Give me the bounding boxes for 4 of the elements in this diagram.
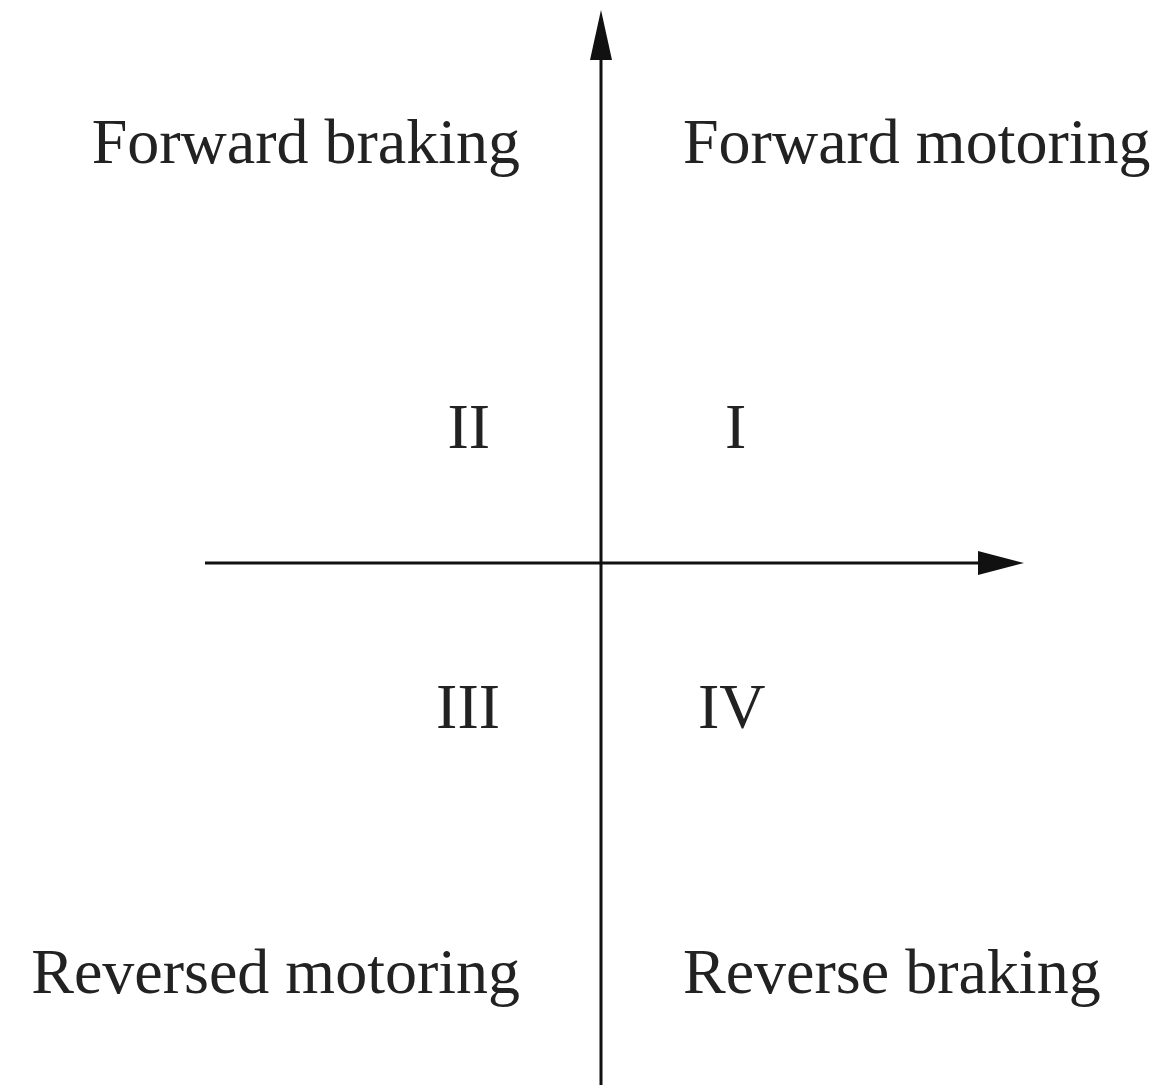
quadrant-number: III	[436, 675, 500, 739]
quadrant-number: I	[725, 395, 747, 459]
quadrant-number: II	[447, 395, 490, 459]
quadrant-number: IV	[698, 675, 766, 739]
